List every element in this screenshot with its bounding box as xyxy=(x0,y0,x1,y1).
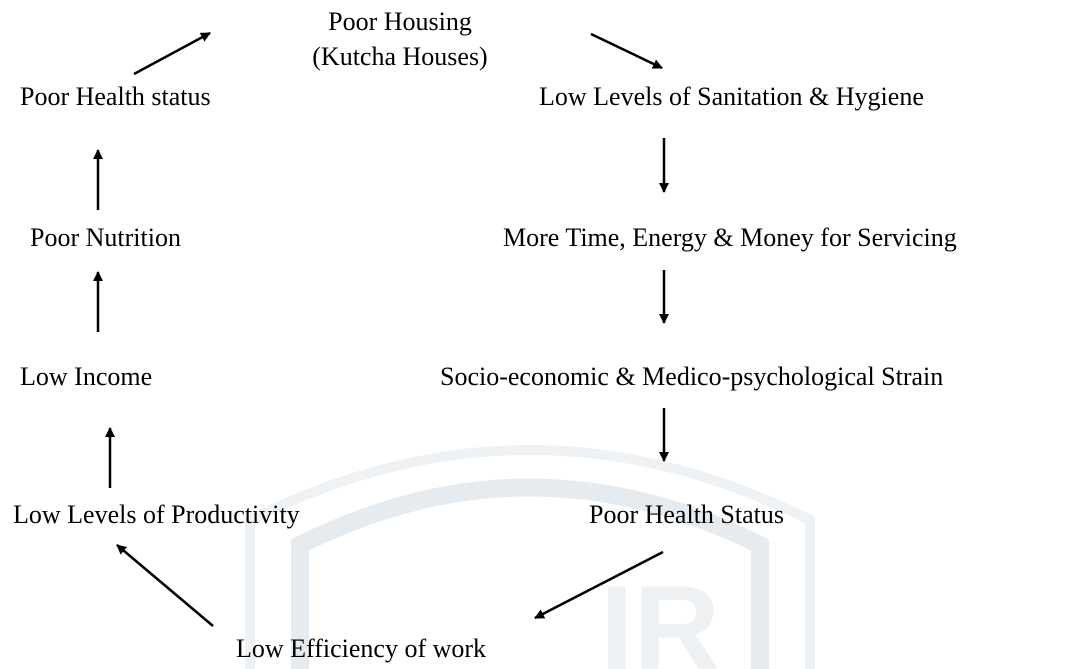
node-socio-economic: Socio-economic & Medico-psychological St… xyxy=(440,362,944,391)
node-poor-housing-line1: Poor Housing xyxy=(328,7,472,36)
node-low-efficiency: Low Efficiency of work xyxy=(236,634,487,663)
node-poor-nutrition: Poor Nutrition xyxy=(30,223,181,252)
arrow-health-to-housing xyxy=(133,31,211,76)
node-low-productivity: Low Levels of Productivity xyxy=(13,500,300,529)
node-low-income: Low Income xyxy=(20,362,153,391)
node-low-sanitation: Low Levels of Sanitation & Hygiene xyxy=(539,82,924,111)
svg-text:IR: IR xyxy=(600,561,720,669)
node-more-time: More Time, Energy & Money for Servicing xyxy=(503,223,957,252)
node-poor-housing-line2: (Kutcha Houses) xyxy=(312,42,488,71)
node-poor-health-status-right: Poor Health Status xyxy=(589,500,784,529)
node-poor-health-status-left: Poor Health status xyxy=(20,82,211,111)
arrow-efficiency-to-productivity xyxy=(116,544,214,627)
arrow-housing-to-sanitation xyxy=(590,32,663,70)
node-poor-housing: Poor Housing (Kutcha Houses) xyxy=(305,7,495,72)
arrow-health-to-efficiency xyxy=(534,550,664,620)
